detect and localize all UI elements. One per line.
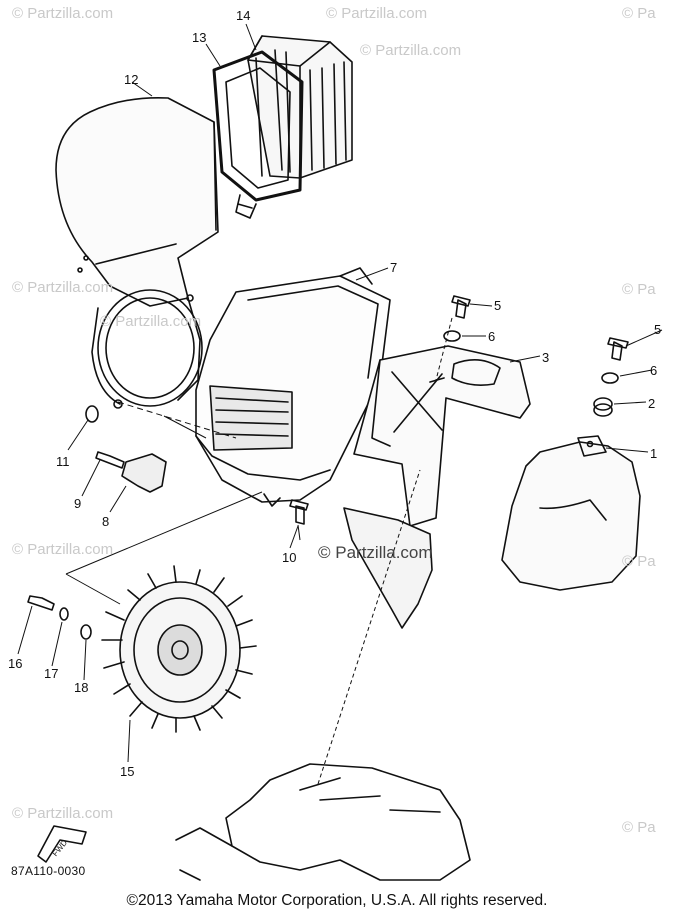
watermark-text-main: © Partzilla.com — [318, 543, 433, 562]
callout-5: 5 — [654, 322, 661, 337]
watermark-text: © Partzilla.com — [100, 313, 201, 330]
callout-leaders — [17, 23, 663, 763]
callout-14: 14 — [236, 8, 250, 23]
watermark-text: © Partzilla.com — [326, 5, 427, 22]
callout-7: 7 — [390, 260, 397, 275]
part-12-air-shroud — [55, 96, 219, 409]
watermark-text: © Pa — [622, 819, 656, 836]
part-3-bracket — [353, 345, 531, 527]
callout-8: 8 — [102, 514, 109, 529]
hardware-parts — [27, 295, 629, 640]
callout-15: 15 — [120, 764, 134, 779]
callout-13: 13 — [192, 30, 206, 45]
callout-18: 18 — [74, 680, 88, 695]
callout-16: 16 — [8, 656, 22, 671]
diagram-code: 87A110-0030 — [11, 864, 86, 878]
leader-lines — [65, 317, 453, 785]
part-13-gasket — [212, 50, 304, 219]
callout-6: 6 — [650, 363, 657, 378]
watermark-text: © Pa — [622, 553, 656, 570]
callout-2: 2 — [648, 396, 655, 411]
watermark-text: © Partzilla.com — [12, 805, 113, 822]
callout-6: 6 — [488, 329, 495, 344]
watermark-text: © Partzilla.com — [12, 5, 113, 22]
fwd-arrow-icon — [37, 825, 87, 863]
callout-1: 1 — [650, 446, 657, 461]
callout-11: 11 — [56, 454, 70, 469]
watermark-text: © Partzilla.com — [12, 279, 113, 296]
watermark-text: © Pa — [622, 281, 656, 298]
watermarks: © Partzilla.com © Partzilla.com © Pa © P… — [12, 5, 656, 836]
callout-12: 12 — [124, 72, 138, 87]
callout-5: 5 — [494, 298, 501, 313]
watermark-text: © Partzilla.com — [360, 42, 461, 59]
callout-9: 9 — [74, 496, 81, 511]
callout-17: 17 — [44, 666, 58, 681]
copyright-notice: ©2013 Yamaha Motor Corporation, U.S.A. A… — [126, 892, 548, 909]
callout-10: 10 — [282, 550, 296, 565]
part-1-cover — [501, 435, 641, 591]
callout-labels: 1 2 3 5 5 6 6 7 8 9 10 11 12 13 14 15 16… — [8, 8, 661, 779]
callout-3: 3 — [542, 350, 549, 365]
part-7-fan-housing — [195, 267, 391, 507]
watermark-text: © Partzilla.com — [12, 541, 113, 558]
watermark-text: © Pa — [622, 5, 656, 22]
part-15-flywheel-fan — [101, 565, 257, 733]
engine-outline — [175, 763, 471, 881]
